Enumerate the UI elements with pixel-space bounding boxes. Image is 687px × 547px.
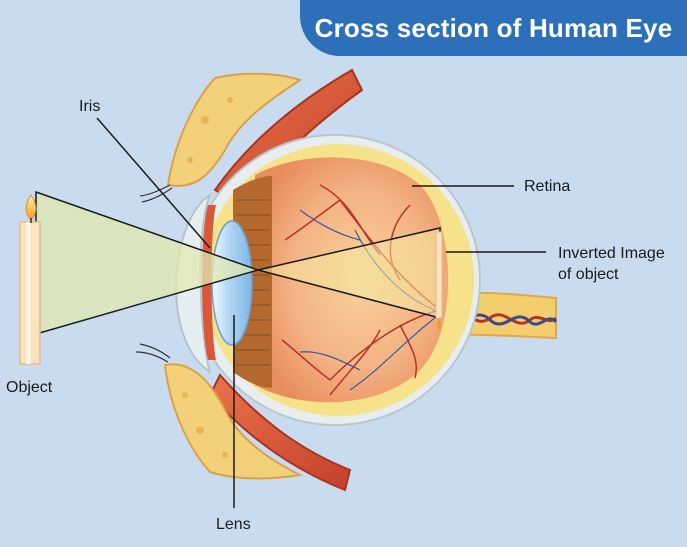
lens-label: Lens [216, 516, 251, 533]
lower-eyelashes [135, 343, 171, 363]
lens [211, 220, 253, 346]
inverted-image-label: Inverted Image of object [558, 243, 665, 285]
iris-label: Iris [79, 98, 101, 115]
title-banner: Cross section of Human Eye [300, 0, 687, 56]
retina-label: Retina [524, 178, 571, 195]
object-label: Object [6, 379, 53, 396]
upper-eyelid-tissue [166, 72, 303, 187]
candle-flame [25, 194, 37, 221]
inverted-image [435, 231, 443, 319]
lower-eyelid-tissue [163, 363, 304, 480]
lower-eye-muscle [208, 373, 352, 492]
upper-eyelashes [139, 184, 173, 203]
page-title: Cross section of Human Eye [314, 12, 673, 43]
inverted-image-label-line2: of object [558, 266, 619, 283]
inverted-image-label-line1: Inverted Image [558, 245, 665, 262]
iris-leader-line [96, 117, 211, 249]
